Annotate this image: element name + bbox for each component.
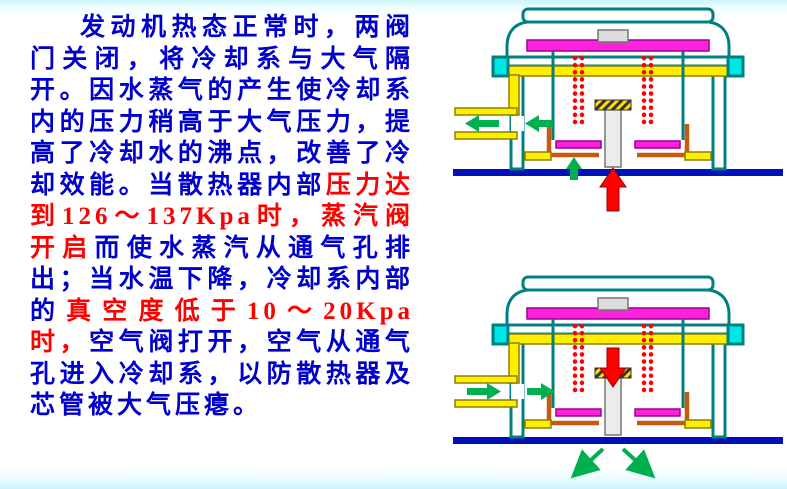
radiator-cap-cross-section-bottom bbox=[452, 272, 784, 479]
steam-out-arrow-neck bbox=[525, 115, 553, 132]
body-text: 发动机热态正常时，两阀门关闭，将冷却系与大气隔开。因水蒸气的产生使冷却系内的压力… bbox=[30, 12, 414, 422]
steam-pressure-up-arrow bbox=[599, 167, 627, 212]
diagram-pressure-valve bbox=[452, 4, 784, 219]
text-segment-2-highlight: 压力达到126～137Kpa时，蒸汽阀开启 bbox=[30, 171, 414, 262]
cap-body bbox=[453, 9, 783, 176]
air-in-arrow-neck bbox=[527, 383, 555, 400]
vacuum-airflow-arrows bbox=[467, 347, 656, 479]
text-segment-4-highlight: 真空度低于10～20Kpa时， bbox=[30, 297, 414, 357]
vacuum-pull-down-arrow bbox=[599, 347, 627, 388]
diagram-vacuum-valve bbox=[452, 272, 784, 487]
steam-up-past-valve-arrow bbox=[566, 157, 582, 180]
radiator-cap-cross-section-top bbox=[452, 4, 784, 212]
air-down-left-arrow bbox=[570, 447, 605, 479]
text-segment-5: 空气阀打开，空气从通气孔进入冷却系，以防散热器及芯管被大气压瘪。 bbox=[30, 329, 414, 419]
steam-pressure-arrows bbox=[465, 115, 627, 212]
air-down-right-arrow bbox=[621, 447, 656, 479]
air-in-arrow-pipe bbox=[467, 383, 501, 400]
text-segment-1: 发动机热态正常时，两阀门关闭，将冷却系与大气隔开。因水蒸气的产生使冷却系内的压力… bbox=[30, 14, 414, 199]
steam-out-arrow-pipe bbox=[465, 115, 499, 132]
text-segment-3: 而使水蒸汽从通气孔排出；当水温下降，冷却系内部的 bbox=[30, 234, 414, 325]
paragraph: 发动机热态正常时，两阀门关闭，将冷却系与大气隔开。因水蒸气的产生使冷却系内的压力… bbox=[30, 12, 414, 422]
